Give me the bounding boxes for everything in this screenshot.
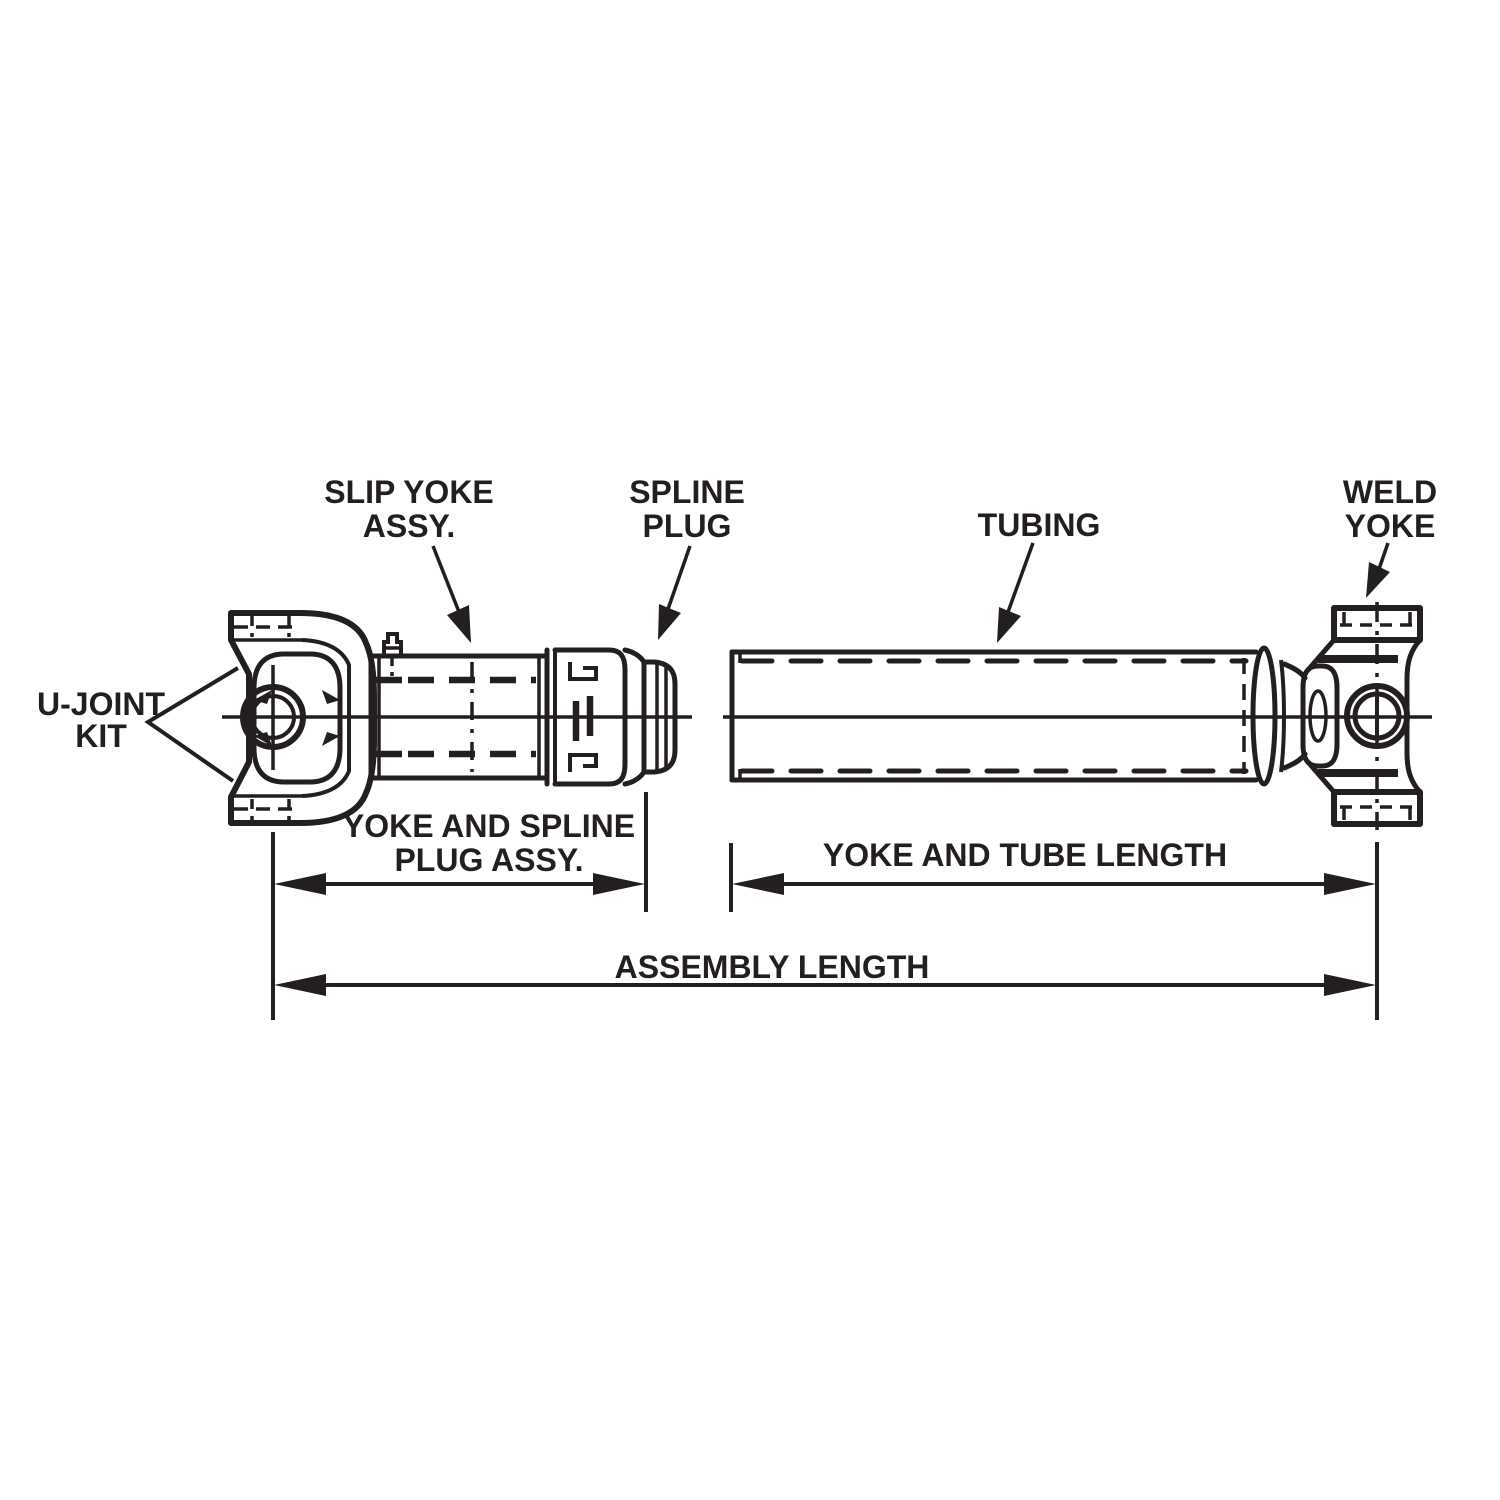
spline-plug-drawing: [622, 647, 678, 787]
weld-yoke-drawing: [1300, 602, 1423, 830]
u-joint-kit-label-line1: U-JOINT: [37, 686, 165, 722]
dimension-lines: [271, 792, 1379, 1020]
tubing-leader: [997, 542, 1035, 643]
dimension-yoke-and-spline-plug: [274, 873, 645, 895]
u-joint-kit-leader: [144, 666, 240, 783]
slip-yoke-barrel-drawing: [368, 632, 550, 781]
vent-fitting-drawing: [382, 632, 403, 656]
slip-yoke-assy-label-line2: ASSY.: [363, 508, 455, 544]
spline-plug-label-line2: PLUG: [643, 508, 732, 544]
slip-yoke-leader: [431, 545, 471, 643]
u-joint-kit-label-line2: KIT: [75, 718, 127, 754]
slip-yoke-assy-label-line1: SLIP YOKE: [324, 474, 494, 510]
slip-yoke-assembly-drawing: [228, 610, 628, 826]
u-joint-bearing-drawing: [240, 651, 343, 785]
slip-yoke-boot-drawing: [544, 647, 628, 787]
weld-yoke-label-line2: YOKE: [1345, 508, 1436, 544]
yoke-and-spline-plug-dim-label-line2: PLUG ASSY.: [394, 842, 583, 878]
dimension-assembly-length: [274, 974, 1376, 996]
yoke-and-spline-plug-dim-label-line1: YOKE AND SPLINE: [343, 808, 635, 844]
tubing-label: TUBING: [978, 507, 1101, 543]
spline-plug-label-line1: SPLINE: [629, 474, 745, 510]
dimension-yoke-and-tube-length: [732, 873, 1376, 895]
weld-yoke-leader: [1366, 542, 1390, 598]
leader-lines: [144, 542, 1390, 783]
spline-plug-leader: [658, 545, 692, 640]
labels: SLIP YOKE ASSY. SPLINE PLUG TUBING WELD …: [37, 474, 1437, 985]
weld-yoke-label-line1: WELD: [1343, 474, 1437, 510]
yoke-and-tube-length-dim-label: YOKE AND TUBE LENGTH: [823, 837, 1227, 873]
assembly-length-dim-label: ASSEMBLY LENGTH: [615, 949, 930, 985]
tubing-drawing: [729, 645, 1308, 787]
